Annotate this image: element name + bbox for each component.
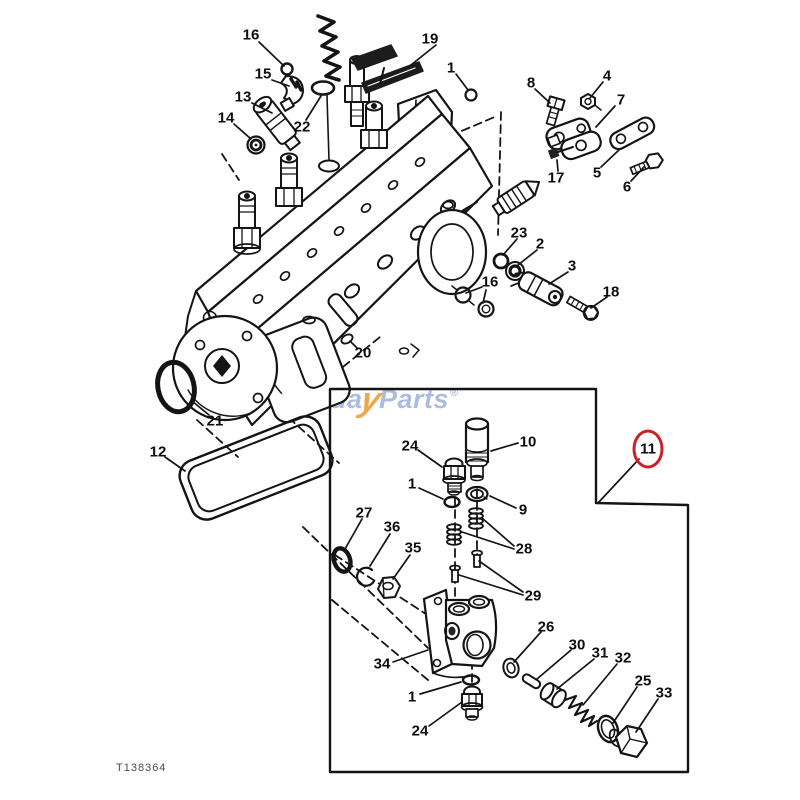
ball-part-1 <box>464 88 478 102</box>
screw-17 <box>547 146 574 160</box>
plug-33 <box>608 724 649 759</box>
o-ring-27 <box>331 546 353 574</box>
o-ring-1-bottom <box>461 674 481 686</box>
pin-30 <box>521 673 542 690</box>
cam-end-disc <box>416 208 488 296</box>
overflow-spring <box>316 14 342 82</box>
supply-pump-housing-34 <box>422 588 498 679</box>
washer-26 <box>502 657 520 679</box>
elbow-fitting-15 <box>279 75 304 112</box>
fitting-24-bottom <box>460 685 484 721</box>
drain-hole-20 <box>340 333 420 358</box>
snap-clip-36 <box>356 566 376 587</box>
bolt-18 <box>565 295 600 321</box>
o-ring-16 <box>280 62 294 76</box>
delivery-valve-fittings <box>233 55 388 255</box>
support-bracket-7 <box>545 117 602 161</box>
drive-flange-disc <box>171 314 279 422</box>
clamp-19 <box>351 44 424 94</box>
springs-28 <box>446 507 484 546</box>
spring-32 <box>563 694 599 728</box>
valve-piston-31 <box>539 682 567 709</box>
fitting-24-top <box>442 457 466 496</box>
washer-9 <box>465 485 489 503</box>
nut-4 <box>580 93 602 111</box>
leader-lines <box>164 41 659 733</box>
fitting-13 <box>252 95 301 152</box>
link-plate-5 <box>609 116 656 151</box>
drawing-number: T138364 <box>116 762 167 774</box>
nut-35 <box>377 576 401 599</box>
inset-panel-border <box>328 387 690 774</box>
o-ring-21 <box>155 359 197 415</box>
bolt-6 <box>629 152 664 176</box>
o-ring-22 <box>310 80 340 173</box>
o-ring-1-top <box>443 495 461 509</box>
injection-pump-body <box>183 55 541 427</box>
grommet-16-pair <box>451 285 495 318</box>
bolt-8 <box>545 95 566 127</box>
cover-gasket-12 <box>178 415 334 521</box>
registered-mark: ® <box>449 387 459 399</box>
o-ring-23 <box>492 252 510 270</box>
washer-2 <box>505 261 525 281</box>
lever-shaft-3 <box>510 271 564 307</box>
washer-14 <box>246 135 266 155</box>
plunger-10 <box>464 417 490 482</box>
overflow-valve-fitting <box>491 180 541 217</box>
